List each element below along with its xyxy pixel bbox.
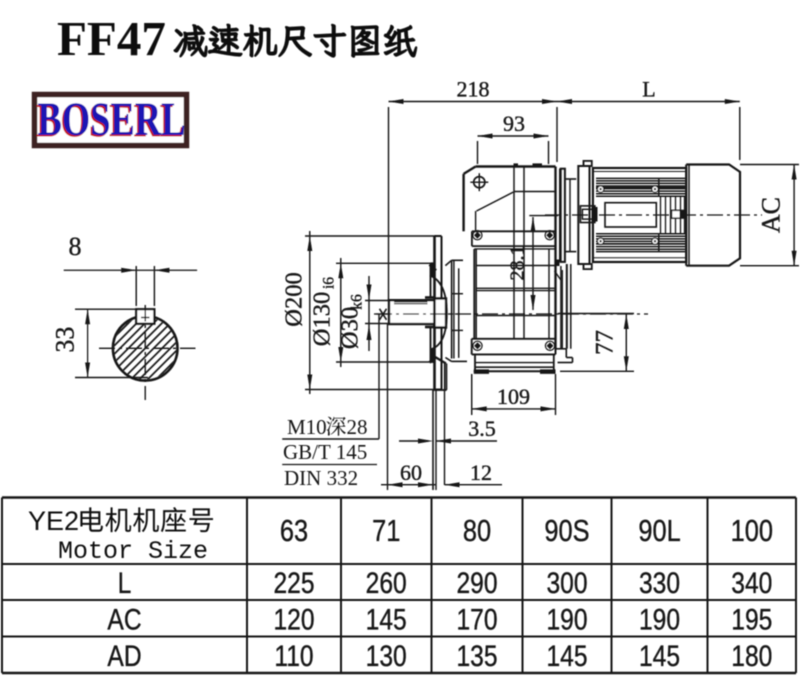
svg-text:Ø200: Ø200 bbox=[281, 272, 308, 326]
svg-text:Ø130: Ø130 bbox=[309, 292, 336, 346]
svg-text:93: 93 bbox=[503, 111, 525, 136]
svg-text:63: 63 bbox=[280, 514, 308, 549]
svg-text:33: 33 bbox=[51, 327, 80, 353]
svg-text:80: 80 bbox=[463, 514, 491, 549]
svg-text:195: 195 bbox=[731, 602, 772, 636]
svg-text:28: 28 bbox=[347, 415, 368, 439]
svg-text:77: 77 bbox=[592, 330, 619, 355]
svg-text:M10: M10 bbox=[287, 415, 327, 439]
svg-text:DIN 332: DIN 332 bbox=[284, 466, 358, 490]
svg-text:AC: AC bbox=[107, 602, 141, 636]
svg-text:12: 12 bbox=[470, 460, 492, 485]
svg-text:60: 60 bbox=[400, 460, 422, 485]
svg-text:i6: i6 bbox=[321, 277, 338, 289]
svg-text:190: 190 bbox=[639, 602, 680, 636]
svg-text:GB/T 145: GB/T 145 bbox=[283, 440, 367, 464]
svg-text:260: 260 bbox=[366, 566, 407, 600]
svg-text:YE2: YE2 bbox=[28, 506, 79, 536]
svg-text:300: 300 bbox=[546, 566, 587, 600]
svg-text:145: 145 bbox=[546, 639, 587, 673]
svg-text:8: 8 bbox=[69, 232, 82, 261]
svg-text:BOSERL: BOSERL bbox=[36, 95, 184, 148]
svg-text:90L: 90L bbox=[638, 514, 680, 549]
svg-text:218: 218 bbox=[457, 77, 490, 102]
svg-text:190: 190 bbox=[546, 602, 587, 636]
svg-text:L: L bbox=[642, 77, 655, 102]
svg-text:290: 290 bbox=[456, 566, 497, 600]
svg-text:180: 180 bbox=[731, 639, 772, 673]
svg-text:Motor Size: Motor Size bbox=[58, 537, 208, 566]
svg-text:71: 71 bbox=[372, 514, 400, 549]
svg-text:109: 109 bbox=[497, 384, 530, 409]
svg-text:340: 340 bbox=[731, 566, 772, 600]
svg-text:145: 145 bbox=[639, 639, 680, 673]
svg-text:135: 135 bbox=[456, 639, 497, 673]
svg-text:170: 170 bbox=[456, 602, 497, 636]
svg-text:FF47: FF47 bbox=[57, 11, 166, 66]
svg-text:Ø30: Ø30 bbox=[337, 307, 364, 349]
svg-text:145: 145 bbox=[366, 602, 407, 636]
svg-text:AC: AC bbox=[757, 197, 786, 233]
svg-text:AD: AD bbox=[107, 639, 141, 673]
svg-text:L: L bbox=[118, 566, 132, 600]
svg-text:130: 130 bbox=[366, 639, 407, 673]
svg-text:100: 100 bbox=[731, 514, 773, 549]
svg-text:k6: k6 bbox=[349, 294, 366, 310]
svg-text:225: 225 bbox=[273, 566, 314, 600]
svg-text:90S: 90S bbox=[544, 514, 589, 549]
svg-text:110: 110 bbox=[274, 639, 313, 673]
svg-text:BOSERL: BOSERL bbox=[38, 93, 186, 146]
svg-text:3.5: 3.5 bbox=[468, 416, 496, 441]
svg-text:120: 120 bbox=[273, 602, 314, 636]
svg-text:28.1: 28.1 bbox=[507, 246, 529, 281]
svg-text:330: 330 bbox=[639, 566, 680, 600]
